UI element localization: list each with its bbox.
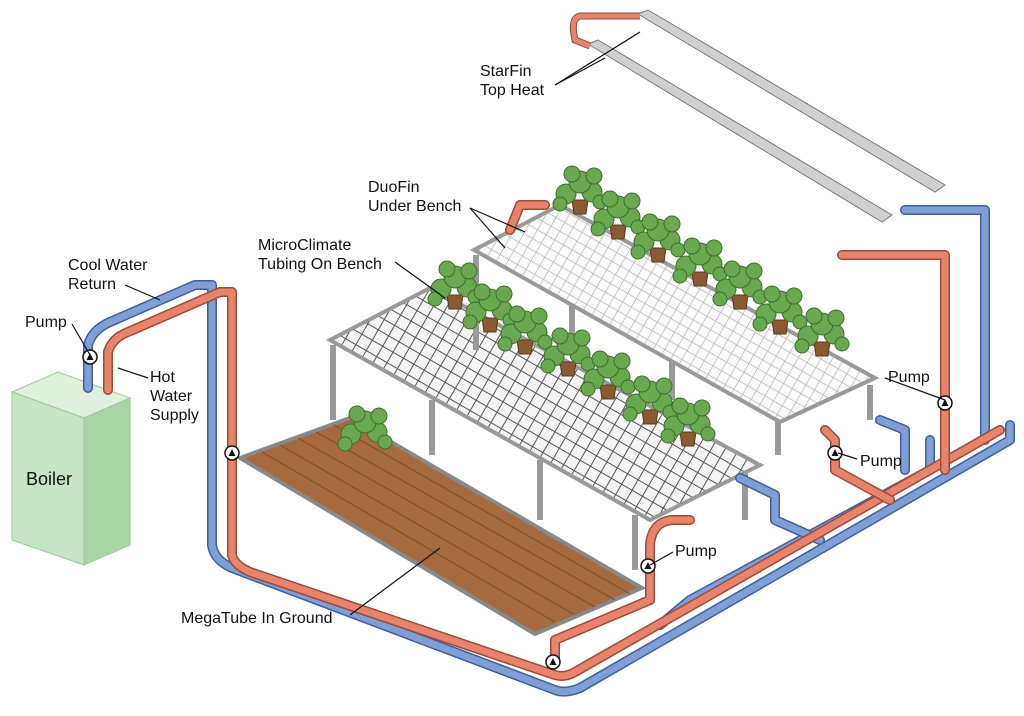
pump-icon [640, 558, 656, 574]
potted-plant [540, 327, 596, 377]
label-line: DuoFin [368, 179, 420, 196]
potted-plant [497, 305, 553, 355]
potted-plant [337, 405, 393, 452]
microclimate-bench [325, 285, 765, 570]
label-line: Under Bench [368, 198, 462, 215]
label-line: Cool Water [68, 257, 148, 274]
megatube-lines [261, 424, 631, 623]
leader-lines [71, 31, 946, 616]
pipes [83, 200, 1015, 697]
label-line: Water [150, 388, 193, 405]
label-megatube: MegaTube In Ground [181, 610, 333, 627]
potted-plant [552, 165, 608, 215]
label-pump-right-mid: Pump [860, 453, 902, 470]
label-line: MicroClimate [258, 237, 352, 254]
hot-water-pipe [506, 201, 549, 234]
potted-plant [672, 237, 728, 287]
label-line: Top Heat [480, 82, 545, 99]
label-pump-boiler: Pump [25, 314, 67, 331]
potted-plant [462, 283, 518, 333]
label-line: Return [68, 276, 117, 293]
potted-plant [794, 307, 850, 357]
potted-plant [580, 350, 636, 400]
plants [337, 165, 850, 452]
boiler [10, 371, 132, 566]
potted-plant [590, 190, 646, 240]
potted-plant [752, 285, 808, 335]
hot-water-pipe [551, 516, 694, 664]
pump-icon [827, 445, 843, 461]
cool-water-pipe [736, 474, 824, 544]
pump-icon [937, 395, 953, 411]
pump-icon [224, 445, 240, 461]
pump-icon [82, 349, 98, 365]
label-pump-center: Pump [675, 543, 717, 560]
potted-plant [712, 260, 768, 310]
label-line: Supply [150, 407, 199, 424]
potted-plant [622, 375, 678, 425]
potted-plant [427, 260, 483, 310]
cool-water-pipe [876, 416, 909, 474]
label-line: Tubing On Bench [258, 256, 382, 273]
megatube-ground-bed [235, 415, 647, 637]
potted-plant [630, 213, 686, 263]
label-line: Hot [150, 369, 175, 386]
pumps [82, 349, 953, 670]
starfin-rails [569, 9, 946, 223]
hot-water-pipe [104, 288, 1004, 680]
label-line: StarFin [480, 63, 532, 80]
label-pump-right-top: Pump [888, 369, 930, 386]
cool-water-pipe [901, 206, 989, 444]
pump-icon [545, 654, 561, 670]
cool-water-pipe [84, 281, 1014, 696]
potted-plant [660, 397, 716, 447]
label-boiler: Boiler [26, 469, 73, 489]
